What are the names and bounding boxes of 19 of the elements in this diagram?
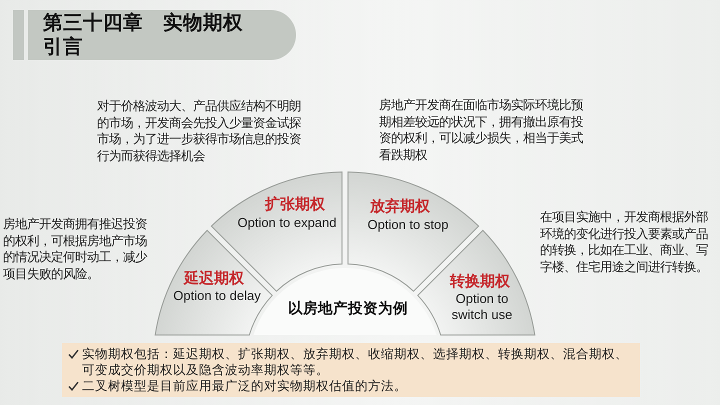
description-text: 在项目实施中，开发商根据外部环境的变化进行投入要素或产品的转换，比如在工业、商业、写字楼、住宅用途之间进行转换。 xyxy=(540,209,709,275)
segment-title: 延迟期权 xyxy=(184,270,244,288)
bullet-text: 实物期权包括：延迟期权、扩张期权、放弃期权、收缩期权、选择期权、转换期权、混合期权、可变成交价期权以及隐含波动率期权等等。 xyxy=(82,346,629,378)
segment-label: Option to delay xyxy=(173,288,261,304)
bullet-text: 二叉树模型是目前应用最广泛的对实物期权估值的方法。 xyxy=(82,378,408,394)
description-text: 对于价格波动大、产品供应结构不明朗的市场，开发商会先投入少量资金试探市场，为了进一步获得市场信息的投资行为而获得选择机会 xyxy=(97,98,302,164)
segment-title: 转换期权 xyxy=(450,273,510,291)
section-subtitle: 引言 xyxy=(43,35,83,59)
description-text: 房地产开发商在面临市场实际环境比预期相差较远的状况下，拥有撤出原有投资的权利，可以减少损失，相当于美式看跌期权 xyxy=(379,97,584,163)
segment-title: 放弃期权 xyxy=(370,198,430,216)
note-panel xyxy=(62,343,640,397)
description-text: 房地产开发商拥有推迟投资的权利，可根据房地产市场的情况决定何时动工，减少项目失败的风险。 xyxy=(3,216,148,282)
segment-label: Option to switch use xyxy=(450,291,514,323)
page-title: 第三十四章 实物期权 xyxy=(43,11,243,35)
hub-label: 以房地产投资为例 xyxy=(288,300,408,318)
segment-label: Option to stop xyxy=(368,217,448,233)
segment-label: Option to expand xyxy=(237,215,337,231)
arc-segment xyxy=(347,171,480,293)
segment-title: 扩张期权 xyxy=(265,196,325,214)
